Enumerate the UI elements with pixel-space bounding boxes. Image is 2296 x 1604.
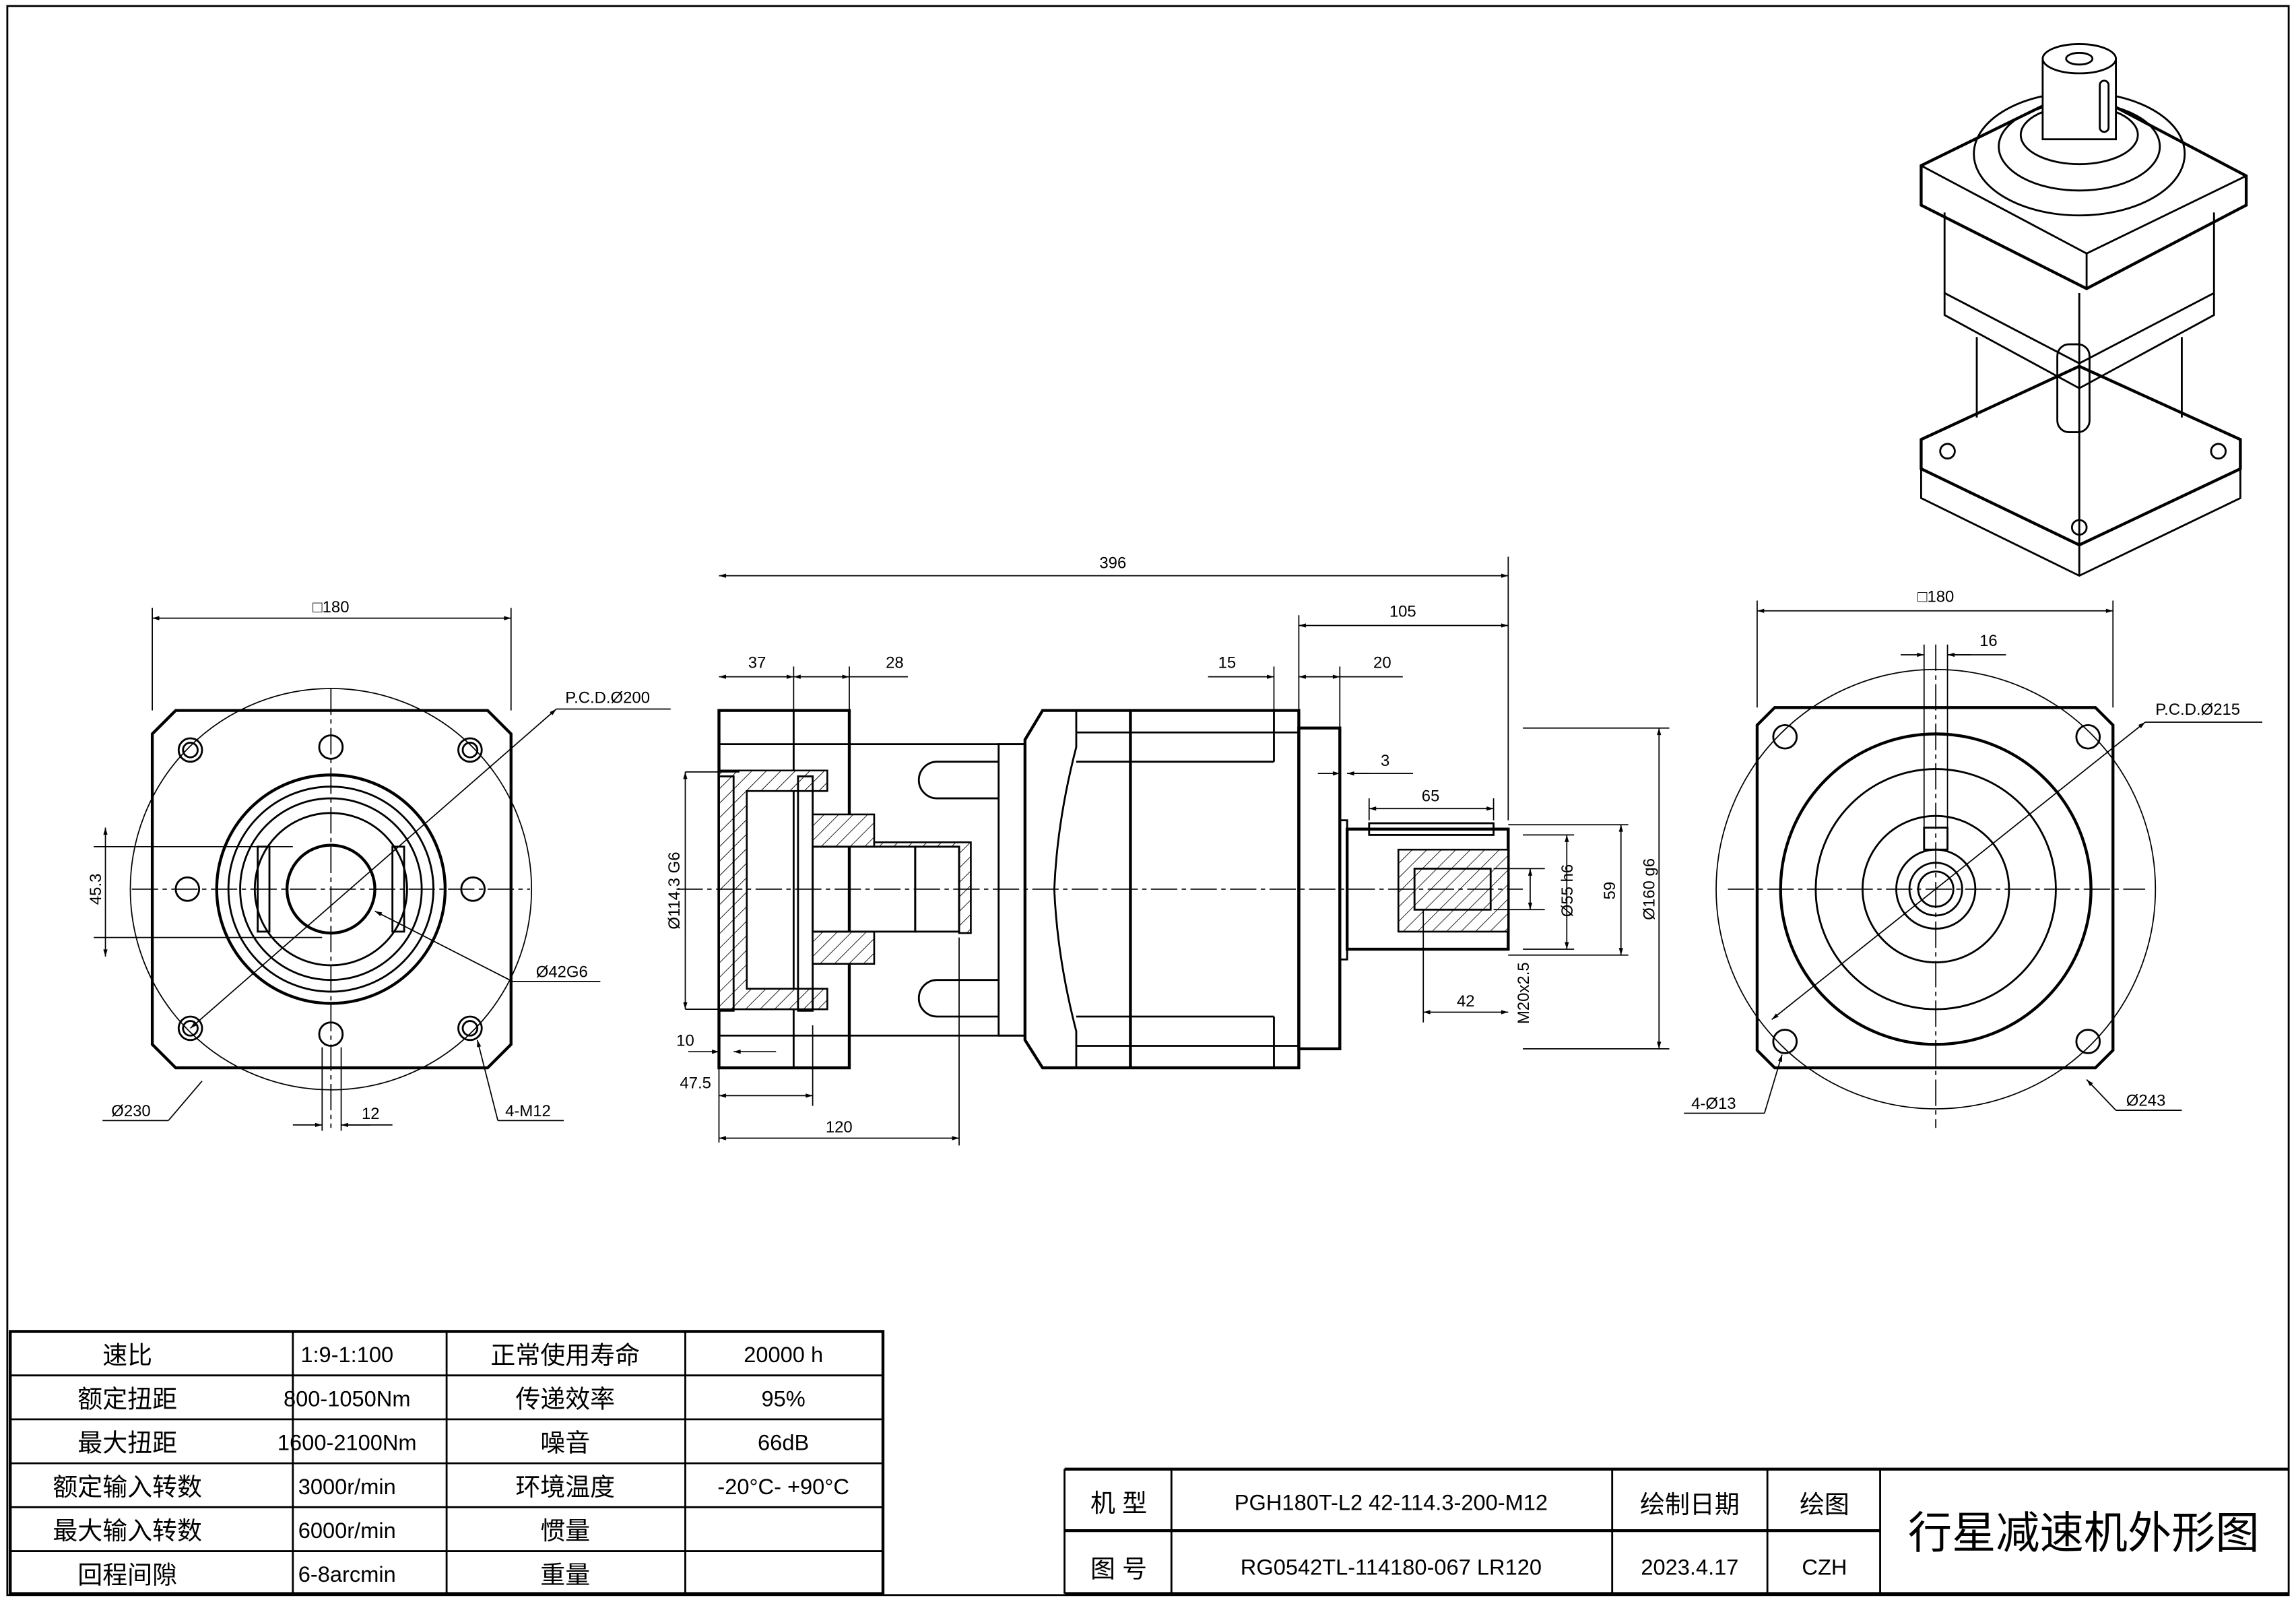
dim-bore-42g6: Ø42G6	[536, 963, 588, 981]
isometric-view	[1920, 42, 2248, 577]
dim-114-g6: Ø114.3 G6	[665, 852, 684, 929]
dim-47-5: 47.5	[680, 1074, 711, 1093]
spec-label: 回程间隙	[77, 1561, 177, 1589]
date-label: 绘制日期	[1640, 1491, 1740, 1518]
spec-table: 速比 1:9-1:100 正常使用寿命 20000 h 额定扭距 800-105…	[9, 1330, 885, 1595]
spec-label: 传递效率	[515, 1385, 615, 1413]
spec-value: 95%	[762, 1386, 806, 1411]
spec-row: 速比 1:9-1:100 正常使用寿命 20000 h	[102, 1341, 823, 1369]
right-output-view: □180 16 P.C.D.Ø215 4-Ø13 Ø243	[1684, 588, 2262, 1128]
spec-label: 最大输入转数	[53, 1517, 202, 1545]
spec-row: 回程间隙 6-8arcmin 重量	[77, 1561, 590, 1589]
spec-label: 速比	[102, 1341, 152, 1369]
model-value: PGH180T-L2 42-114.3-200-M12	[1235, 1490, 1548, 1515]
dim-outer-243: Ø243	[2126, 1092, 2165, 1110]
dim-key-16: 16	[1979, 632, 1998, 650]
spec-value: -20°C- +90°C	[717, 1474, 849, 1499]
title-block: 机 型 PGH180T-L2 42-114.3-200-M12 图 号 RG05…	[1063, 1467, 2289, 1595]
spec-label: 额定输入转数	[53, 1473, 202, 1501]
dim-28: 28	[886, 654, 904, 672]
spec-row: 额定输入转数 3000r/min 环境温度 -20°C- +90°C	[53, 1473, 849, 1501]
dim-45-3: 45.3	[87, 874, 105, 905]
dim-outer-230: Ø230	[111, 1102, 150, 1120]
dim-10: 10	[676, 1031, 694, 1050]
spec-value: 1:9-1:100	[300, 1342, 393, 1367]
spec-label: 惯量	[540, 1517, 590, 1545]
dim-160-g6: Ø160 g6	[1641, 858, 1659, 920]
spec-label: 正常使用寿命	[490, 1341, 640, 1369]
spec-label: 重量	[540, 1561, 590, 1589]
model-label: 机 型	[1090, 1489, 1147, 1517]
dim-3: 3	[1381, 752, 1389, 770]
drawing-no-value: RG0542TL-114180-067 LR120	[1241, 1554, 1542, 1579]
drawn-by-value: CZH	[1802, 1554, 1847, 1579]
dim-holes-4-m12: 4-M12	[505, 1102, 551, 1120]
spec-label: 噪音	[540, 1430, 590, 1457]
spec-value: 6-8arcmin	[298, 1562, 396, 1586]
dim-holes-4-13: 4-Ø13	[1691, 1095, 1736, 1113]
spec-value: 66dB	[758, 1430, 809, 1455]
dim-pcd-215: P.C.D.Ø215	[2155, 701, 2240, 719]
spec-label: 额定扭距	[77, 1385, 177, 1413]
dim-key-12: 12	[362, 1105, 380, 1123]
dim-42: 42	[1457, 992, 1475, 1010]
dim-20: 20	[1373, 654, 1391, 672]
spec-row: 最大扭距 1600-2100Nm 噪音 66dB	[77, 1430, 809, 1457]
dim-55-h6: Ø55 h6	[1559, 864, 1577, 917]
dim-thread-m20: M20x2.5	[1515, 962, 1533, 1024]
drawn-by-label: 绘图	[1800, 1491, 1849, 1518]
drawing-no-label: 图 号	[1090, 1555, 1147, 1583]
dim-105: 105	[1389, 602, 1416, 620]
spec-value: 6000r/min	[298, 1518, 396, 1543]
spec-value: 20000 h	[744, 1342, 823, 1367]
dim-square-180-right: □180	[1917, 588, 1954, 606]
dim-overall-396: 396	[1099, 554, 1126, 573]
spec-row: 额定扭距 800-1050Nm 传递效率 95%	[77, 1385, 806, 1413]
spec-label: 最大扭距	[77, 1430, 177, 1457]
spec-value: 3000r/min	[298, 1474, 396, 1499]
drawing-title: 行星减速机外形图	[1908, 1508, 2260, 1558]
dim-37: 37	[748, 654, 766, 672]
left-input-view: □180 P.C.D.Ø200 45.3 Ø42G6 Ø230 12 4-M12	[87, 598, 671, 1131]
dim-65: 65	[1422, 787, 1440, 805]
spec-value: 800-1050Nm	[284, 1386, 411, 1411]
dim-120: 120	[826, 1118, 853, 1136]
spec-label: 环境温度	[515, 1473, 615, 1501]
dim-pcd-200: P.C.D.Ø200	[565, 689, 650, 707]
dim-15: 15	[1218, 654, 1237, 672]
spec-row: 最大输入转数 6000r/min 惯量	[53, 1517, 590, 1545]
dim-square-180: □180	[313, 598, 349, 616]
dim-59: 59	[1601, 882, 1619, 900]
side-section-view: 396 105 37 28 15 20 3 65 Ø114.3 G6 Ø55 h…	[665, 554, 1670, 1146]
date-value: 2023.4.17	[1641, 1554, 1738, 1579]
spec-value: 1600-2100Nm	[277, 1430, 417, 1455]
